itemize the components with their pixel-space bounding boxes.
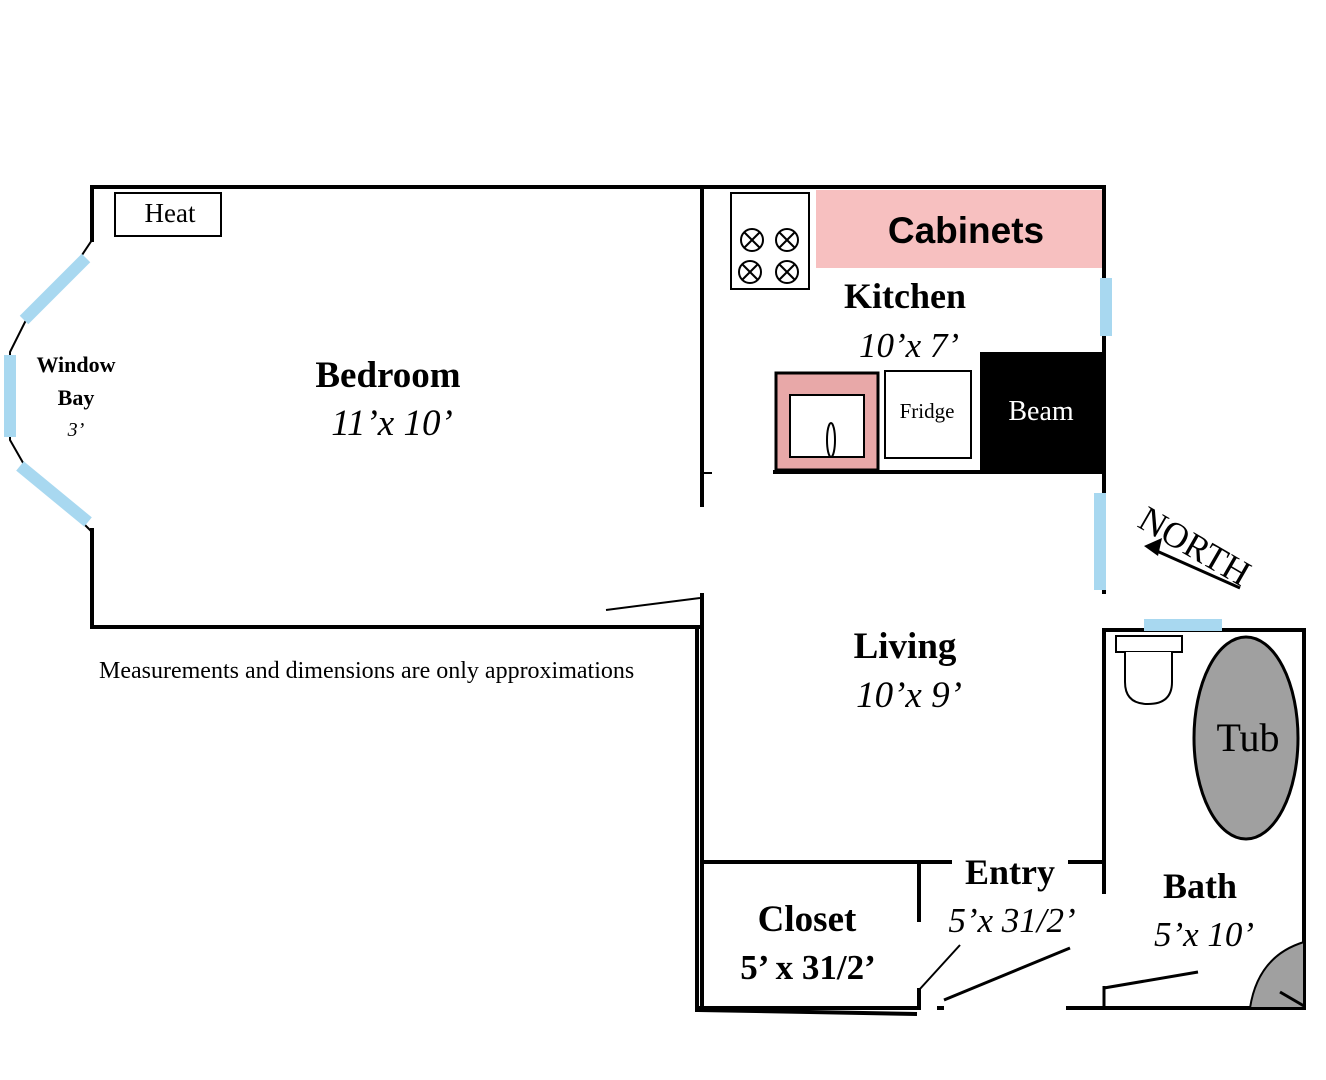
living-name: Living [854,626,957,667]
fridge-label: Fridge [900,399,955,423]
closet-door [918,944,961,991]
kitchen-size: 10’x 7’ [859,326,959,365]
entry-door [943,946,1071,1002]
heat-box [114,192,222,237]
shower-handle [1279,990,1305,1008]
bedroom-name: Bedroom [315,355,460,396]
sink [774,371,880,472]
cabinets-label: Cabinets [888,210,1044,251]
bedroom-size: 11’x 10’ [331,403,453,444]
window-bay-label-1: Window [36,352,115,377]
bath-door [1103,970,1199,990]
beam-label: Beam [1008,396,1074,427]
entry-size: 5’x 31/2’ [948,901,1075,940]
closet-walls [695,860,1106,1017]
cabinets [816,190,1102,268]
heat-label: Heat [145,198,196,228]
beam [980,352,1102,472]
north-arrow: NORTH [1132,498,1258,594]
window-bay-label-2: Bay [58,385,95,410]
kitchen-name: Kitchen [844,276,966,316]
entry-name: Entry [965,852,1055,892]
closet-name: Closet [758,899,857,940]
bedroom-door [605,597,701,611]
stove-burner-icon [740,228,764,252]
faucet-icon [826,422,836,458]
window-bay [4,239,93,533]
bath-size: 5’x 10’ [1154,915,1254,954]
fridge [884,370,972,459]
living-size: 10’x 9’ [856,675,962,716]
approximation-note: Measurements and dimensions are only app… [99,658,634,684]
stove-burner-icon [738,260,762,284]
arrow-icon [1144,538,1162,556]
stove [730,192,810,290]
closet-size: 5’ x 31/2’ [740,948,875,987]
stove-burner-icon [775,228,799,252]
tub [1192,635,1300,841]
bedroom-walls [90,185,1106,629]
window-bay-size: 3’ [67,419,85,441]
stove-burner-icon [775,260,799,284]
bath-name: Bath [1163,866,1237,906]
tub-label: Tub [1216,715,1279,760]
toilet-icon [1115,635,1183,706]
shower-corner [1248,940,1305,1009]
